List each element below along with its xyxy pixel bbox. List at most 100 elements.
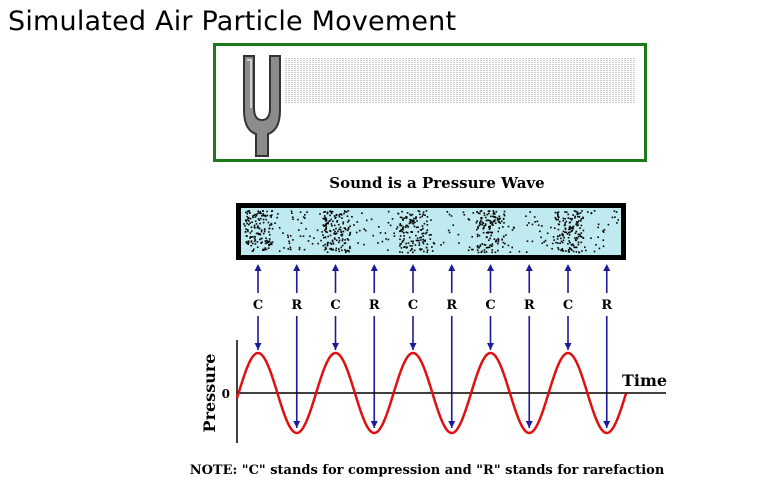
air-particle	[494, 213, 496, 215]
air-particle	[323, 236, 325, 239]
air-particle	[327, 221, 329, 224]
air-particle	[266, 214, 269, 217]
air-particle	[557, 228, 560, 231]
air-particle	[558, 216, 560, 219]
air-particle	[562, 234, 564, 236]
air-particle	[546, 232, 549, 235]
air-particle	[335, 247, 338, 250]
air-particle	[482, 227, 485, 230]
air-particle	[264, 240, 267, 242]
air-particle	[419, 213, 421, 216]
air-particle	[497, 239, 500, 241]
air-particle	[540, 236, 542, 239]
air-particle	[244, 225, 246, 227]
air-particle	[313, 237, 315, 239]
air-particle	[402, 239, 405, 242]
air-particle	[245, 241, 248, 244]
zero-label: 0	[222, 387, 230, 401]
air-particle	[472, 212, 475, 214]
air-particle	[347, 239, 350, 241]
air-particle	[403, 238, 405, 240]
air-particle	[413, 225, 416, 228]
air-particle	[258, 219, 261, 221]
air-particle	[418, 244, 421, 246]
air-particle	[340, 231, 343, 233]
air-particle	[406, 232, 409, 234]
air-particle	[298, 246, 301, 249]
air-particle	[489, 221, 492, 223]
air-particle	[422, 232, 425, 235]
air-particle	[479, 245, 481, 248]
air-particle	[341, 244, 344, 247]
air-particle	[511, 246, 513, 249]
air-particle	[329, 234, 332, 237]
air-particle	[270, 222, 273, 225]
air-particle	[492, 220, 495, 222]
air-particle	[345, 250, 348, 252]
air-particle	[575, 246, 578, 249]
air-particle	[562, 217, 565, 220]
air-particle	[552, 236, 555, 238]
rarefaction-marker: R	[369, 264, 380, 428]
air-particle	[266, 210, 268, 213]
air-particle	[401, 241, 404, 243]
air-particle	[265, 237, 267, 239]
air-particle	[335, 227, 337, 230]
air-particle	[450, 215, 453, 217]
air-particle	[406, 224, 409, 227]
compression-marker: C	[408, 264, 418, 350]
air-particle	[567, 217, 570, 219]
compression-marker: C	[330, 264, 341, 350]
air-particle	[569, 225, 571, 228]
air-particle	[361, 212, 363, 214]
air-particle	[424, 214, 426, 216]
air-particle	[556, 238, 559, 240]
air-particle	[250, 240, 253, 242]
air-particle	[566, 233, 569, 235]
air-particle	[254, 213, 257, 216]
air-particle	[266, 242, 268, 244]
air-particle	[477, 226, 479, 228]
air-particle	[569, 221, 572, 224]
air-particle	[496, 219, 499, 221]
air-particle	[560, 237, 562, 240]
air-particle	[575, 230, 578, 233]
air-particle	[489, 231, 491, 234]
air-particle	[355, 231, 358, 234]
air-particle	[568, 234, 571, 236]
air-particle	[323, 229, 326, 232]
air-particle	[384, 232, 387, 234]
air-particle	[262, 232, 265, 235]
air-particle	[257, 233, 260, 236]
air-particle	[253, 248, 255, 251]
air-particle	[330, 218, 332, 221]
air-particle	[332, 220, 334, 223]
air-particle	[330, 243, 333, 245]
air-particle	[409, 220, 411, 223]
air-particle	[483, 251, 486, 254]
air-particle	[299, 235, 302, 237]
air-particle	[322, 234, 324, 236]
air-particle	[265, 248, 268, 251]
air-particle	[477, 227, 479, 229]
air-particle	[526, 240, 529, 242]
air-particle	[417, 226, 419, 228]
air-particle	[264, 215, 267, 218]
y-axis-label: Pressure	[200, 354, 219, 433]
air-particle	[263, 230, 266, 233]
air-particle	[268, 227, 270, 230]
air-particle	[265, 218, 267, 221]
air-particle	[414, 221, 416, 224]
air-particle	[411, 231, 413, 233]
air-particle	[488, 226, 490, 228]
air-particle	[396, 226, 399, 228]
compression-label: C	[253, 298, 263, 313]
air-particle	[534, 221, 536, 223]
air-particle	[446, 211, 449, 213]
air-particle	[557, 218, 559, 221]
air-particle	[564, 222, 566, 224]
air-particle	[245, 220, 248, 223]
air-particle	[349, 233, 351, 235]
air-particle	[486, 213, 488, 216]
